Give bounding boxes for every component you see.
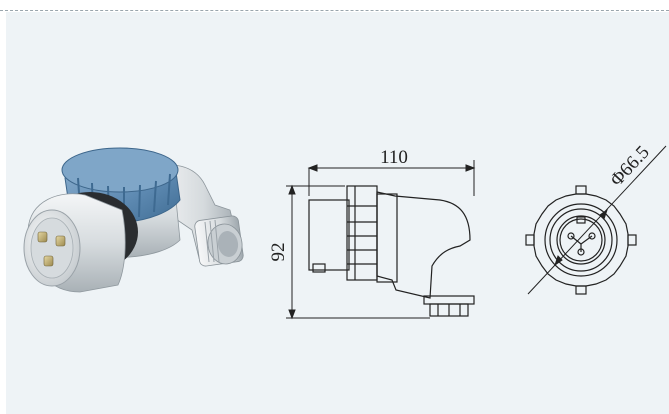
width-label: 110	[380, 147, 408, 168]
top-divider	[0, 10, 669, 11]
front-pin-left	[567, 232, 575, 240]
side-view-drawing	[308, 185, 475, 317]
front-view-drawing	[525, 185, 637, 295]
height-dimension	[286, 184, 430, 320]
front-pin-right	[588, 232, 596, 240]
height-label: 92	[268, 243, 289, 262]
front-top-tab	[575, 185, 587, 195]
plug-pins	[37, 231, 66, 267]
side-gland	[423, 295, 475, 305]
side-ring	[346, 185, 378, 281]
product-photo	[23, 147, 244, 293]
diameter-dimension	[527, 145, 667, 295]
side-body	[376, 191, 471, 299]
front-outer-ring	[533, 193, 629, 287]
front-ring-inner	[544, 203, 618, 277]
front-socket-face	[556, 215, 606, 265]
side-rear-housing	[308, 199, 350, 271]
width-dimension	[307, 160, 476, 196]
